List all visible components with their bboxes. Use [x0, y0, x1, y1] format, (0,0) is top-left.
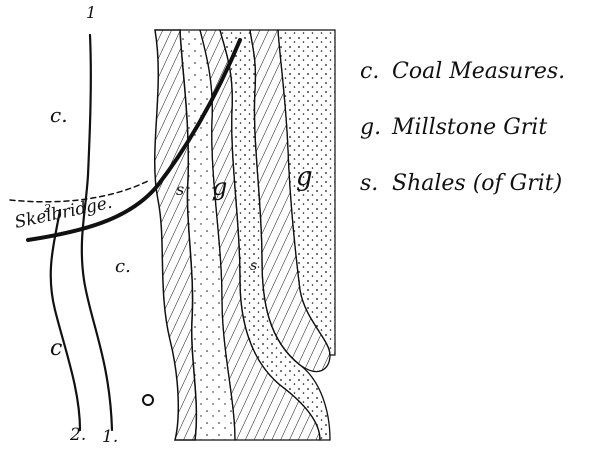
legend-key-shale: s.: [360, 171, 378, 196]
small-circle: [143, 395, 153, 405]
legend-text-grit: Millstone Grit: [391, 115, 547, 140]
legend-text-coal: Coal Measures.: [392, 59, 565, 84]
legend-key-coal: c.: [360, 59, 379, 84]
shale-label: s: [176, 180, 184, 199]
seam-1-bottom-label: 1.: [102, 427, 118, 447]
coal-seam-2: [51, 210, 80, 430]
coal-label-mid: c.: [115, 256, 131, 277]
legend-text-shale: Shales (of Grit): [392, 171, 562, 196]
grit-label-outer: g: [296, 162, 313, 192]
legend: c. Coal Measures. g. Millstone Grit s. S…: [360, 59, 565, 196]
coal-label-upper: c.: [50, 103, 68, 127]
seam-2-fault-label: 2: [43, 202, 51, 215]
fault-label: Skelbridge.: [13, 193, 114, 233]
legend-key-grit: g.: [360, 115, 381, 140]
seam-1-top-label: 1: [86, 3, 96, 22]
seam-2-bottom-label: 2.: [69, 425, 86, 445]
coal-seam-1: [82, 35, 112, 430]
coal-label-lower: c: [50, 336, 62, 361]
shale-label-2: s: [250, 258, 257, 274]
grit-label-inner: g: [212, 173, 227, 201]
